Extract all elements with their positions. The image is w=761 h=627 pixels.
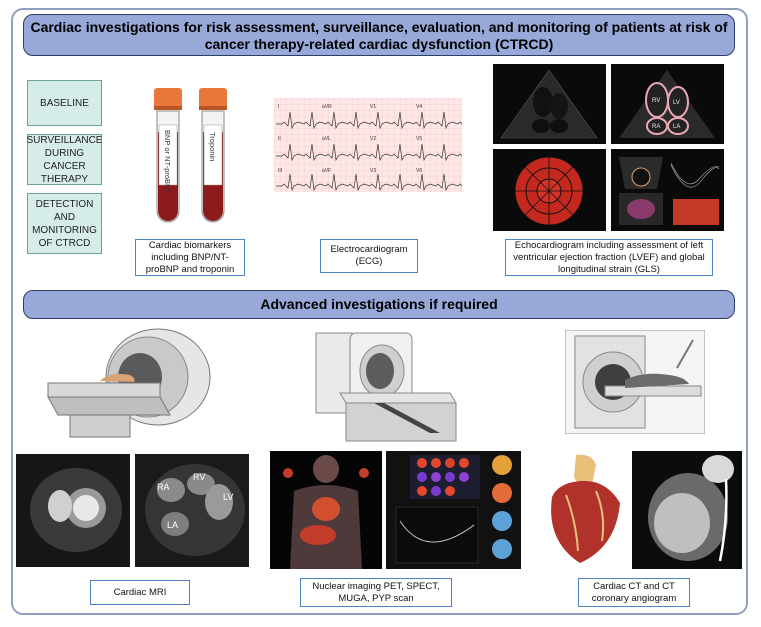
ecg-lead-label: I (278, 104, 279, 110)
ecg-lead-labels: I aVR V1 V4 II aVL V2 V5 III aVF V3 V6 (278, 104, 422, 174)
ecg-trace-line (276, 111, 462, 130)
caption-text: Nuclear imaging PET, SPECT, MUGA, PYP sc… (312, 580, 440, 604)
caption-text: Echocardiogram including assessment of l… (513, 239, 705, 275)
echo-label-lv: LV (673, 100, 680, 106)
ecg-lead-label: aVF (322, 168, 331, 174)
stage-label: DETECTION AND MONITORING OF CTRCD (32, 198, 97, 249)
echo-chambers-view: RV LV RA LA (611, 64, 724, 144)
mri-label-la: LA (167, 520, 178, 530)
echo-label-ra: RA (652, 124, 660, 130)
spect-perfusion-panels (386, 451, 521, 569)
figure-frame (11, 8, 748, 615)
caption-text: Cardiac biomarkers including BNP/NT-proB… (145, 239, 235, 275)
ecg-trace-line (276, 143, 462, 162)
caption-ecg: Electrocardiogram (ECG) (320, 239, 418, 273)
ecg-lead-label: V2 (370, 136, 376, 142)
echo-strain-curves (611, 149, 724, 231)
ecg-lead-label: V3 (370, 168, 376, 174)
ecg-lead-label: aVL (322, 136, 331, 142)
stage-label: BASELINE (40, 97, 89, 109)
stage-baseline: BASELINE (27, 80, 102, 126)
echo-bullseye-strain (493, 149, 606, 231)
ecg-lead-label: II (278, 136, 281, 142)
ecg-trace-line (276, 173, 462, 192)
cardiac-mri-four-chamber: RA RV LV LA (135, 454, 249, 567)
ecg-lead-label: III (278, 168, 282, 174)
caption-biomarkers: Cardiac biomarkers including BNP/NT-proB… (135, 239, 245, 276)
caption-mri: Cardiac MRI (90, 580, 190, 605)
ecg-lead-label: aVR (322, 104, 332, 110)
caption-echo: Echocardiogram including assessment of l… (505, 239, 713, 276)
echo-label-rv: RV (652, 98, 660, 104)
caption-text: Electrocardiogram (ECG) (330, 244, 408, 267)
ecg-lead-label: V1 (370, 104, 376, 110)
pet-ct-coronal-scan (270, 451, 382, 569)
ecg-strip: I aVR V1 V4 II aVL V2 V5 III aVF V3 V6 (274, 98, 462, 192)
stage-surveillance: SURVEILLANCE DURING CANCER THERAPY (27, 134, 102, 185)
advanced-investigations-heading: Advanced investigations if required (23, 290, 735, 319)
mri-label-ra: RA (157, 482, 170, 492)
figure-title: Cardiac investigations for risk assessme… (23, 14, 735, 56)
ct-scanner-illustration (565, 330, 705, 434)
caption-text: Cardiac CT and CT coronary angiogram (591, 580, 677, 604)
mri-label-lv: LV (223, 492, 233, 502)
mri-scanner-illustration (47, 328, 211, 438)
tube-bnp (154, 88, 182, 223)
tube-troponin (199, 88, 227, 223)
stage-label: SURVEILLANCE DURING CANCER THERAPY (26, 134, 103, 185)
stage-detection: DETECTION AND MONITORING OF CTRCD (27, 193, 102, 254)
ct-coronary-angiogram (632, 451, 742, 569)
blood-tubes-illustration: BNP or NT-proBNP Troponin (154, 88, 227, 223)
caption-nuclear: Nuclear imaging PET, SPECT, MUGA, PYP sc… (300, 578, 452, 607)
ecg-lead-label: V5 (416, 136, 422, 142)
cardiac-ct-3d-render (536, 451, 628, 569)
ecg-traces (276, 111, 462, 192)
echo-apical-view (493, 64, 606, 144)
cardiac-mri-short-axis (16, 454, 130, 567)
tube-label-bnp: BNP or NT-proBNP (163, 130, 172, 194)
caption-ct: Cardiac CT and CT coronary angiogram (578, 578, 690, 607)
ecg-lead-label: V4 (416, 104, 422, 110)
nuclear-scanner-illustration (315, 332, 457, 442)
mri-label-rv: RV (193, 472, 205, 482)
echo-label-la: LA (673, 124, 680, 130)
ecg-lead-label: V6 (416, 168, 422, 174)
caption-text: Cardiac MRI (113, 586, 167, 598)
tube-label-troponin: Troponin (208, 132, 217, 161)
